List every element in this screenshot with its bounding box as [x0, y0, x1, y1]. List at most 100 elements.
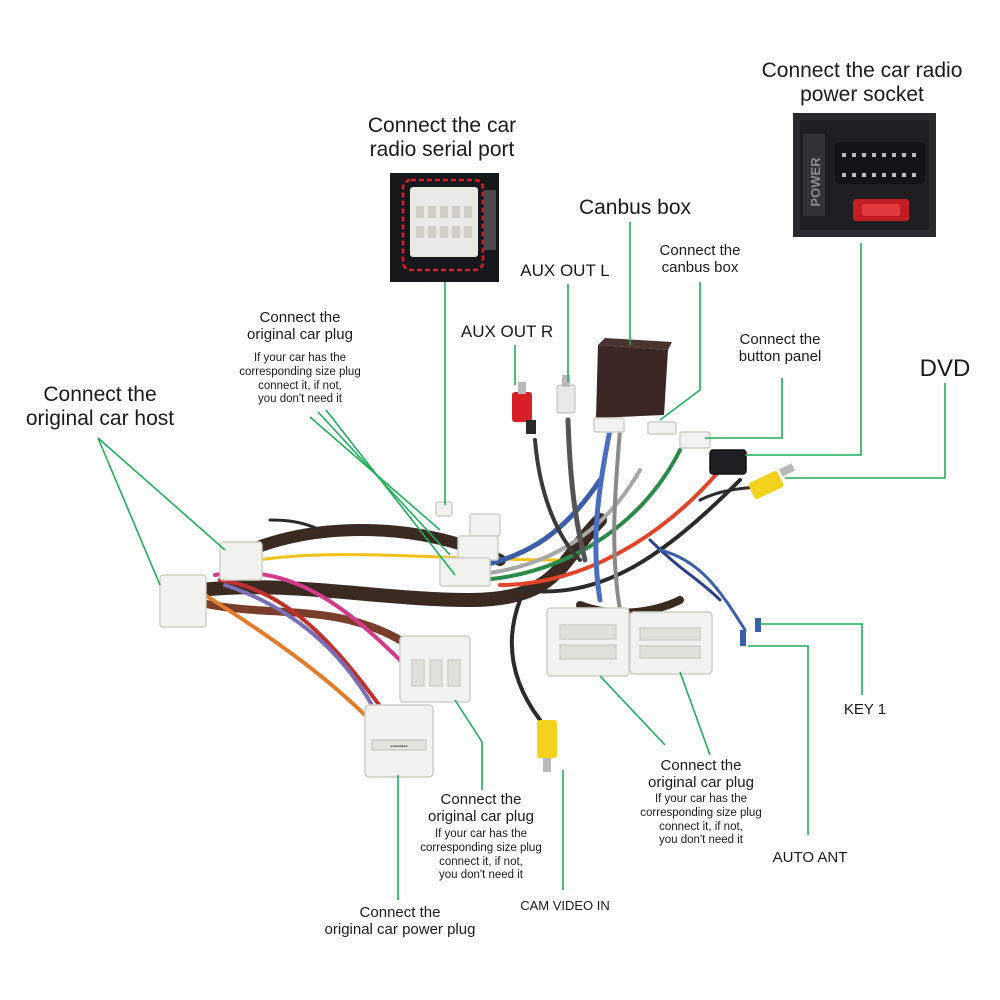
canbus-box-label: Canbus box [578, 196, 692, 219]
plug-mid-line1: Connect the [440, 791, 522, 808]
socket-pin [862, 173, 866, 177]
small-plug-1 [469, 513, 501, 537]
right-original-plug-b [629, 611, 713, 675]
host-connector-large [159, 574, 207, 628]
radio-serial-port-line2: radio serial port [369, 138, 515, 162]
power-plug-label: Connect the original car power plug [300, 904, 500, 939]
plug-top-line2: original car plug [247, 326, 353, 344]
dvd-label: DVD [919, 355, 971, 382]
plug-mid-note-line3: connect it, if not, [439, 855, 523, 868]
power-plug-line1: Connect the [359, 904, 441, 921]
socket-pin [902, 173, 906, 177]
socket-pin [882, 173, 886, 177]
plug-right-note-line3: connect it, if not, [659, 820, 743, 833]
connect-canbus-label: Connect the canbus box [640, 242, 760, 277]
canbus-box [596, 338, 672, 418]
button-panel-label: Connect the button panel [720, 331, 840, 366]
small-plug-2 [457, 535, 499, 561]
serial-pin [416, 226, 424, 238]
original-car-host-line1: Connect the [43, 383, 157, 406]
socket-pin [912, 153, 916, 157]
leader-lines [97, 222, 946, 900]
plug-mid-line2: original car plug [428, 808, 534, 826]
radio-power-socket-image: POWER [793, 113, 936, 237]
host-connector-small [219, 541, 263, 581]
socket-pin [872, 153, 876, 157]
radio-serial-port-label: Connect the car radio serial port [342, 114, 542, 162]
plug-right-line1: Connect the [660, 757, 742, 774]
serial-pin [464, 206, 472, 218]
original-car-host-label: Connect the original car host [5, 383, 195, 431]
radio-power-socket-label: Connect the car radio power socket [752, 59, 972, 107]
plug-mid-note-line2: corresponding size plug [420, 841, 542, 854]
plug-right-note-line2: corresponding size plug [640, 806, 762, 819]
serial-pin [464, 226, 472, 238]
plug-top-line1: Connect the [259, 309, 341, 326]
power-plug: ▪▪▪▪▪▪▪▪ [364, 704, 434, 778]
original-car-host-line2: original car host [25, 407, 175, 431]
socket-pin [852, 153, 856, 157]
plug-mid-note-line1: If your car has the [434, 828, 528, 840]
plug-mid-note: If your car has the corresponding size p… [405, 828, 557, 883]
rca-aux-out-l [556, 375, 576, 414]
connectors: ▪▪▪▪▪▪▪▪ [159, 338, 747, 778]
right-original-plug-a [546, 607, 630, 677]
mid-original-plug [399, 635, 471, 703]
plug-right-note-line1: If your car has the [654, 793, 748, 805]
ant-connectors [740, 618, 761, 646]
socket-pin [872, 173, 876, 177]
serial-plug-small [435, 501, 453, 517]
small-plug-3 [439, 557, 491, 587]
connect-canbus-line2: canbus box [661, 259, 739, 277]
power-label-text: POWER [808, 157, 823, 207]
serial-pin [428, 206, 436, 218]
plug-top-note: If your car has the corresponding size p… [220, 352, 380, 407]
serial-pin [428, 226, 436, 238]
rca-cam-video-in [537, 720, 557, 772]
radio-power-socket-line1: Connect the car radio [761, 59, 963, 82]
serial-pin [452, 206, 460, 218]
radio-power-socket-line2: power socket [800, 83, 924, 107]
plug-top-label: Connect the original car plug [220, 309, 380, 344]
socket-pin [842, 153, 846, 157]
cam-video-in-label: CAM VIDEO IN [520, 898, 610, 913]
plug-top-note-line1: If your car has the [253, 352, 347, 364]
rca-aux-out-r [512, 382, 536, 434]
socket-pin [882, 153, 886, 157]
serial-pin [440, 226, 448, 238]
plug-right-line2: original car plug [648, 774, 754, 792]
socket-pin [902, 153, 906, 157]
socket-pin [892, 173, 896, 177]
button-panel-line2: button panel [738, 348, 822, 366]
radio-serial-port-line1: Connect the car [367, 114, 517, 137]
aux-out-l-label: AUX OUT L [520, 261, 610, 280]
serial-pin [452, 226, 460, 238]
canbus-connector-2 [647, 421, 677, 435]
key1-label: KEY 1 [843, 701, 887, 718]
socket-pin [842, 173, 846, 177]
aux-out-r-label: AUX OUT R [460, 322, 554, 341]
socket-pins [842, 153, 916, 177]
canbus-connector [593, 417, 625, 433]
button-panel-connector [679, 431, 711, 449]
serial-pin [440, 206, 448, 218]
socket-pin [862, 153, 866, 157]
plug-mid-label: Connect the original car plug [405, 791, 557, 826]
auto-ant-label: AUTO ANT [772, 849, 848, 866]
plug-right-note: If your car has the corresponding size p… [625, 793, 777, 848]
button-panel-line1: Connect the [739, 331, 821, 348]
plug-top-note-line4: you don't need it [257, 393, 343, 406]
plug-top-note-line2: corresponding size plug [239, 365, 361, 378]
rca-dvd [748, 463, 796, 499]
plug-right-label: Connect the original car plug [625, 757, 777, 792]
power-plug-line2: original car power plug [324, 921, 476, 939]
socket-pin [892, 153, 896, 157]
socket-pin [852, 173, 856, 177]
socket-pin [912, 173, 916, 177]
serial-pins [416, 206, 472, 238]
serial-pin [416, 206, 424, 218]
plug-mid-note-line4: you don't need it [438, 869, 524, 882]
black-connector [709, 449, 747, 475]
plug-right-note-line4: you don't need it [658, 834, 744, 847]
radio-serial-port-image [390, 173, 499, 282]
